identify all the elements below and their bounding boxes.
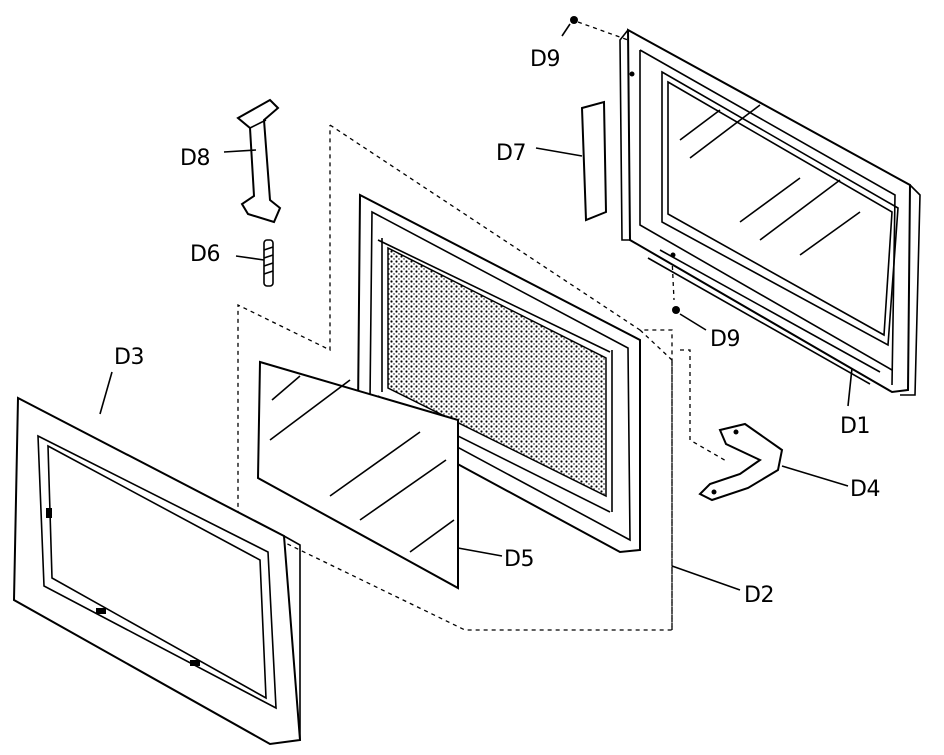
part-d1-door-frame (619, 28, 921, 396)
label-d4: D4 (850, 477, 880, 502)
part-d7-plate (535, 100, 608, 222)
label-d2: D2 (744, 583, 774, 608)
label-d3: D3 (114, 345, 144, 370)
label-d1: D1 (840, 414, 870, 439)
label-d9-mid: D9 (710, 327, 740, 352)
part-d5-glass (256, 360, 503, 590)
label-d6: D6 (190, 242, 220, 267)
label-d5: D5 (504, 547, 534, 572)
screw-d9-top (561, 16, 578, 37)
label-d9-top: D9 (530, 47, 560, 72)
part-d4-bracket (698, 422, 849, 502)
assembly-dashed-outline (237, 21, 729, 631)
part-d8-latch (223, 98, 282, 224)
label-d7: D7 (496, 141, 526, 166)
part-d3-door-panel (12, 371, 302, 746)
part-d6-spring (235, 239, 274, 287)
label-d8: D8 (180, 146, 210, 171)
screw-d9-mid (672, 306, 707, 331)
